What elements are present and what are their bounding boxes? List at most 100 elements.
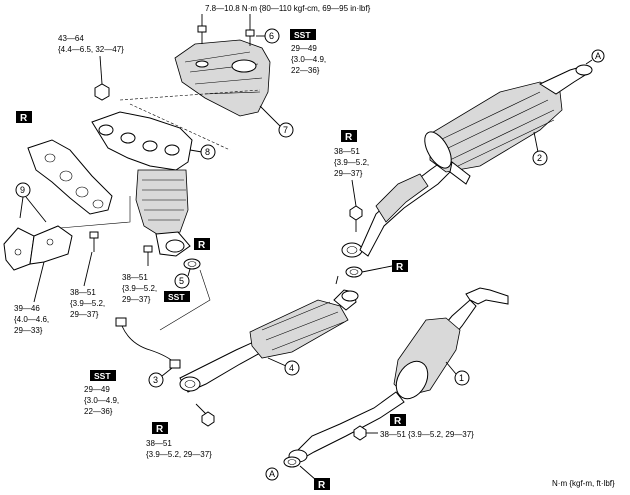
leader-1 [445, 361, 457, 375]
r-badge-right-mid [341, 130, 357, 142]
connector-a-bottom-text: A [269, 469, 275, 479]
r-badge-middle-text: R [396, 262, 404, 273]
front-pipe-catalyst [179, 289, 359, 393]
lower-gasket [283, 456, 301, 468]
small-clip [335, 275, 339, 285]
r-badge-gasket-text: R [20, 113, 28, 124]
r-badge-bottom-left [152, 422, 168, 434]
callout-5-num: 5 [179, 276, 184, 286]
torque-sst-top-2: {3.0—4.9, [291, 55, 326, 64]
connector-a-bottom [265, 467, 279, 481]
callout-1-num: 1 [459, 373, 464, 383]
leader-9a [19, 196, 24, 219]
exhaust-manifold [91, 111, 193, 257]
torque-right-mid-3: 29—37} [334, 169, 363, 178]
r-badge-bottom-right-text: R [394, 416, 402, 427]
torque-left-nut-1: 39—46 [14, 304, 40, 313]
callout-6-num: 6 [269, 31, 274, 41]
callout-3 [148, 372, 164, 388]
torque-right-mid-1: 38—51 [334, 147, 360, 156]
middle-pipe-flange [341, 242, 363, 258]
front-pipe-nut [195, 403, 215, 427]
r-badge-bottom [314, 478, 330, 490]
lower-stud-nut [353, 425, 378, 441]
torque-sst-left-2: {3.0—4.9, [84, 396, 119, 405]
callout-3-num: 3 [153, 375, 158, 385]
pre-silencer-pipe [288, 287, 509, 463]
bracket-guide-line [59, 196, 131, 229]
center-bolt [143, 245, 153, 266]
torque-left-bolt-1: 38—51 [70, 288, 96, 297]
leader-left-bolt [83, 251, 93, 287]
callout-2 [532, 150, 548, 166]
sst-badge-top [290, 29, 316, 40]
leader-a-top [585, 59, 593, 65]
leader-right-mid [351, 179, 357, 207]
sst-badge-center-text: SST [168, 292, 185, 302]
leader-9b [25, 196, 47, 223]
manifold-guide-lines [119, 89, 261, 151]
manifold-bracket [3, 225, 73, 271]
callout-1 [454, 370, 470, 386]
torque-left-bolt-2: {3.9—5.2, [70, 299, 105, 308]
units-note: N·m {kgf-m, ft·lbf} [552, 479, 615, 488]
callout-8 [200, 144, 216, 160]
torque-left-top-1: 43—64 [58, 34, 84, 43]
leader-8 [189, 149, 203, 153]
callout-4 [284, 360, 300, 376]
torque-left-nut-2: {4.0—4.6, [14, 315, 49, 324]
callout-4-num: 4 [289, 363, 294, 373]
exhaust-manifold-gasket [27, 139, 113, 215]
r-badge-middle [392, 260, 408, 272]
middle-pipe [359, 159, 453, 257]
r-badge-center-text: R [198, 240, 206, 251]
callout-9-num: 9 [20, 185, 25, 195]
leader-5 [187, 268, 191, 277]
front-pipe-gasket-upper [183, 258, 201, 270]
sst-badge-center [164, 291, 190, 302]
sst-badge-left [90, 370, 116, 381]
connector-a-top [591, 49, 605, 63]
middle-gasket [345, 266, 363, 278]
callout-6 [264, 28, 280, 44]
torque-left-bolt-3: 29—37} [70, 310, 99, 319]
torque-sst-top-1: 29—49 [291, 44, 317, 53]
callout-7 [278, 122, 294, 138]
torque-right-mid-2: {3.9—5.2, [334, 158, 369, 167]
leader-r-bottom [299, 465, 317, 481]
r-badge-bottom-right [390, 414, 406, 426]
leader-r-middle [361, 265, 393, 273]
manifold-nut [94, 83, 110, 101]
torque-bottom-left-2: {3.9—5.2, 29—37} [146, 450, 212, 459]
main-silencer [424, 64, 593, 185]
r-badge-bottom-left-text: R [156, 424, 164, 435]
torque-sst-left-1: 29—49 [84, 385, 110, 394]
torque-sst-left-3: 22—36} [84, 407, 113, 416]
sst-badge-left-text: SST [94, 371, 111, 381]
torque-left-top-2: {4.4—6.5, 32—47} [58, 45, 124, 54]
connector-a-top-text: A [595, 51, 601, 61]
torque-center-2: {3.9—5.2, [122, 284, 157, 293]
callout-5 [174, 273, 190, 289]
torque-center-3: 29—37} [122, 295, 151, 304]
torque-bottom-left-1: 38—51 [146, 439, 172, 448]
torque-sst-top-3: 22—36} [291, 66, 320, 75]
leader-7 [259, 105, 281, 127]
r-badge-center [194, 238, 210, 250]
callout-7-num: 7 [283, 125, 288, 135]
insulator-bolt [197, 25, 207, 44]
leader-2 [533, 131, 539, 153]
torque-center-1: 38—51 [122, 273, 148, 282]
oxygen-sensor-lower [115, 317, 181, 369]
leader-3 [161, 367, 173, 377]
callout-2-num: 2 [537, 153, 542, 163]
r-badge-right-mid-text: R [345, 132, 353, 143]
r-badge-gasket [16, 111, 32, 123]
heat-insulator-upper [174, 39, 271, 117]
torque-left-nut-3: 29—33} [14, 326, 43, 335]
leader-4 [267, 357, 287, 367]
callout-8-num: 8 [205, 147, 210, 157]
bracket-bolt [89, 231, 99, 252]
torque-bottom-right: 38—51 {3.9—5.2, 29—37} [380, 430, 474, 439]
